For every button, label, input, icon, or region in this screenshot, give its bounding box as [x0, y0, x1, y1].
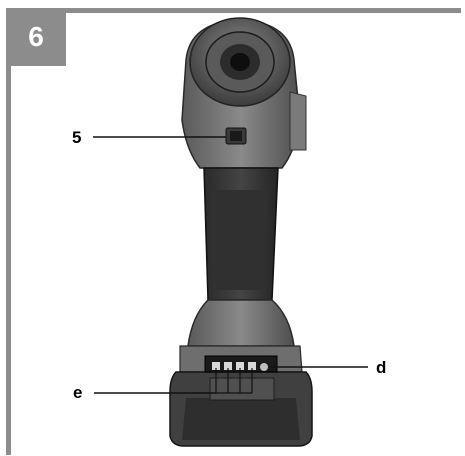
handle-grip	[203, 167, 279, 301]
rotation-switch	[225, 127, 247, 145]
callout-5: 5	[72, 128, 82, 147]
charge-indicator-led	[260, 363, 268, 371]
callout-e: e	[73, 383, 83, 402]
callout-d: d	[376, 358, 387, 377]
figure-number-badge: 6	[6, 8, 66, 66]
leader-lines	[93, 136, 368, 394]
figure-frame	[6, 8, 461, 455]
tool-head	[181, 17, 307, 169]
tool-base	[187, 299, 295, 347]
battery-pack	[169, 345, 313, 447]
leader-e-bracket	[215, 368, 253, 394]
